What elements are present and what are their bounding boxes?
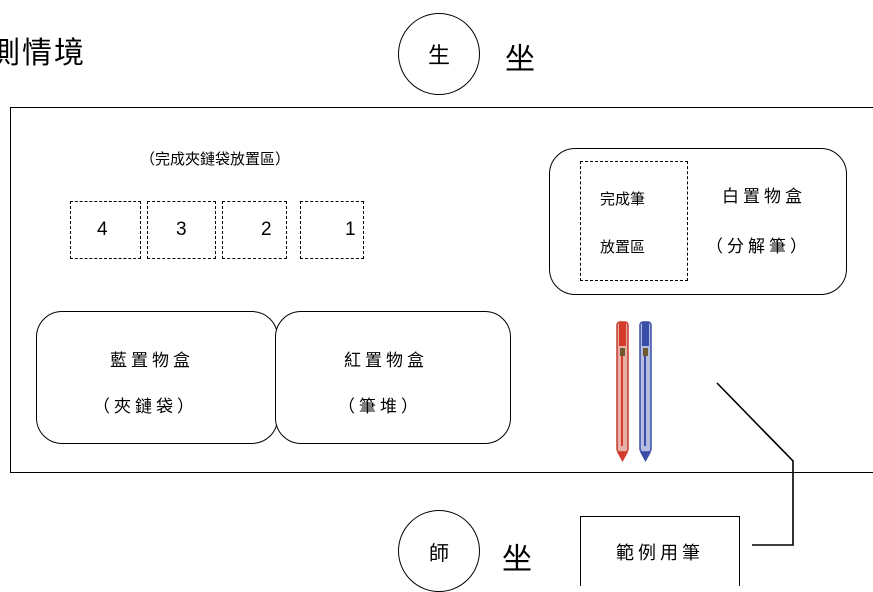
blue-pen-icon (639, 321, 652, 462)
red-pen-icon (616, 321, 629, 462)
teacher-seat-char: 坐 (502, 542, 532, 577)
slot-number: 3 (176, 219, 187, 240)
work-table (10, 107, 873, 473)
student-seat-char: 坐 (505, 42, 535, 77)
student-char: 生 (427, 44, 450, 69)
page-title: 測情境 (0, 36, 86, 71)
completed-pen-line1: 完成筆 (600, 190, 646, 208)
completed-pen-area (580, 161, 688, 281)
bag-slot-2: 2 (222, 201, 287, 259)
slot-number: 2 (261, 219, 272, 240)
slot-number: 1 (345, 219, 356, 240)
teacher-char: 師 (429, 540, 449, 565)
blue-box-title: 藍置物盒 (110, 351, 194, 371)
red-box-title: 紅置物盒 (344, 351, 428, 371)
student-circle: 生 (398, 13, 480, 95)
bag-slot-3: 3 (147, 201, 216, 259)
sample-pen-label: 範例用筆 (580, 516, 740, 586)
completed-pen-line2: 放置區 (600, 238, 646, 256)
bag-slot-1: 1 (300, 201, 364, 259)
slot-number: 4 (97, 219, 108, 240)
white-box-subtitle: （分解筆） (706, 237, 811, 257)
red-storage-box (275, 311, 511, 444)
blue-storage-box (36, 311, 278, 444)
teacher-circle: 師 (398, 510, 480, 592)
bag-slot-4: 4 (70, 201, 141, 259)
completed-bag-caption: （完成夾鏈袋放置區） (140, 150, 291, 168)
white-box-title: 白置物盒 (722, 187, 806, 207)
blue-box-subtitle: （夾鏈袋） (93, 397, 198, 417)
connector-line (716, 382, 794, 546)
red-box-subtitle: （筆堆） (338, 397, 422, 417)
